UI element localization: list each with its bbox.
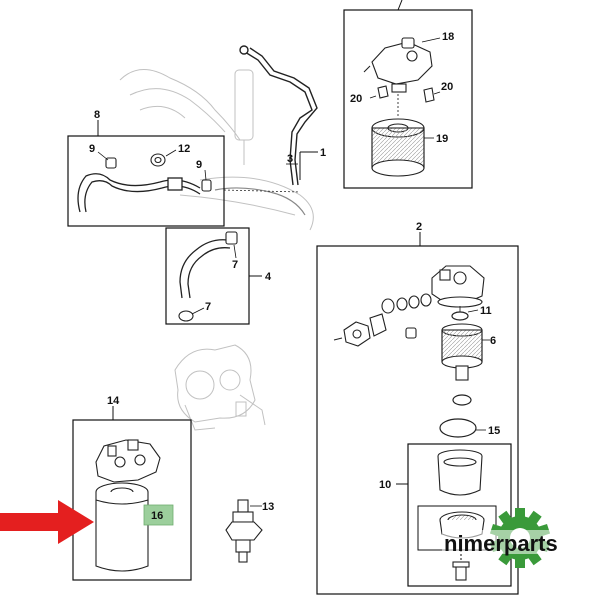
clamp-7b — [178, 310, 194, 322]
engine-background-sketch — [119, 69, 314, 231]
filter-head-14 — [95, 439, 161, 483]
callout-15: 15 — [488, 425, 500, 437]
bracket-plate — [333, 313, 417, 347]
brand-logo-text: nimerparts — [444, 531, 558, 556]
callout-20a: 20 — [350, 93, 362, 105]
o-ring-15 — [439, 418, 477, 438]
plug-20a — [377, 85, 389, 99]
clamp-9a — [105, 157, 117, 169]
filter-element-6 — [441, 323, 483, 381]
seal-small — [452, 394, 472, 406]
clamp-12 — [150, 153, 166, 167]
callout-19: 19 — [436, 133, 448, 145]
box-top-right — [343, 9, 473, 189]
clamp-9b — [201, 179, 212, 192]
callout-16-highlight — [143, 504, 174, 526]
filter-head-2 — [431, 265, 485, 308]
box-10 — [407, 443, 512, 587]
box-8 — [67, 135, 225, 227]
clamp-7a — [225, 231, 238, 245]
callout-7a: 7 — [232, 259, 238, 271]
logo-backdrop — [442, 530, 582, 554]
box-14 — [72, 419, 192, 581]
callout-11: 11 — [480, 305, 492, 317]
gear-tooth — [515, 556, 525, 568]
callout-4: 4 — [265, 271, 272, 283]
filter-cartridge-19 — [371, 118, 425, 177]
filter-head-18 — [363, 37, 433, 93]
callout-12: 12 — [178, 143, 190, 155]
callout-14: 14 — [107, 395, 120, 407]
callout-1: 1 — [320, 147, 326, 159]
hose-8 — [77, 173, 201, 213]
sensor-13 — [225, 499, 263, 563]
callout-10: 10 — [379, 479, 391, 491]
callout-16: 16 — [151, 510, 163, 522]
hose-4 — [179, 239, 231, 299]
callout-7b: 7 — [205, 301, 211, 313]
fuel-line-1-lower — [214, 187, 306, 216]
seal-ring-set — [381, 293, 432, 314]
fuel-line-1 — [239, 45, 318, 186]
callout-9b: 9 — [196, 159, 202, 171]
callout-18: 18 — [442, 31, 454, 43]
plug-20b — [423, 87, 435, 103]
callout-20b: 20 — [441, 81, 453, 93]
callout-6: 6 — [490, 335, 496, 347]
box-2 — [316, 245, 519, 595]
filter-bowl-10 — [437, 449, 483, 496]
callout-3: 3 — [287, 153, 293, 165]
callout-13: 13 — [262, 501, 274, 513]
callout-9a: 9 — [89, 143, 95, 155]
fuel-pump-background-sketch — [174, 344, 266, 431]
callout-2: 2 — [416, 221, 422, 233]
red-arrow — [0, 500, 94, 544]
gear-tooth — [515, 508, 525, 520]
filter-cartridge-16 — [95, 482, 149, 572]
callout-8: 8 — [94, 109, 100, 121]
o-ring-11 — [451, 311, 469, 321]
